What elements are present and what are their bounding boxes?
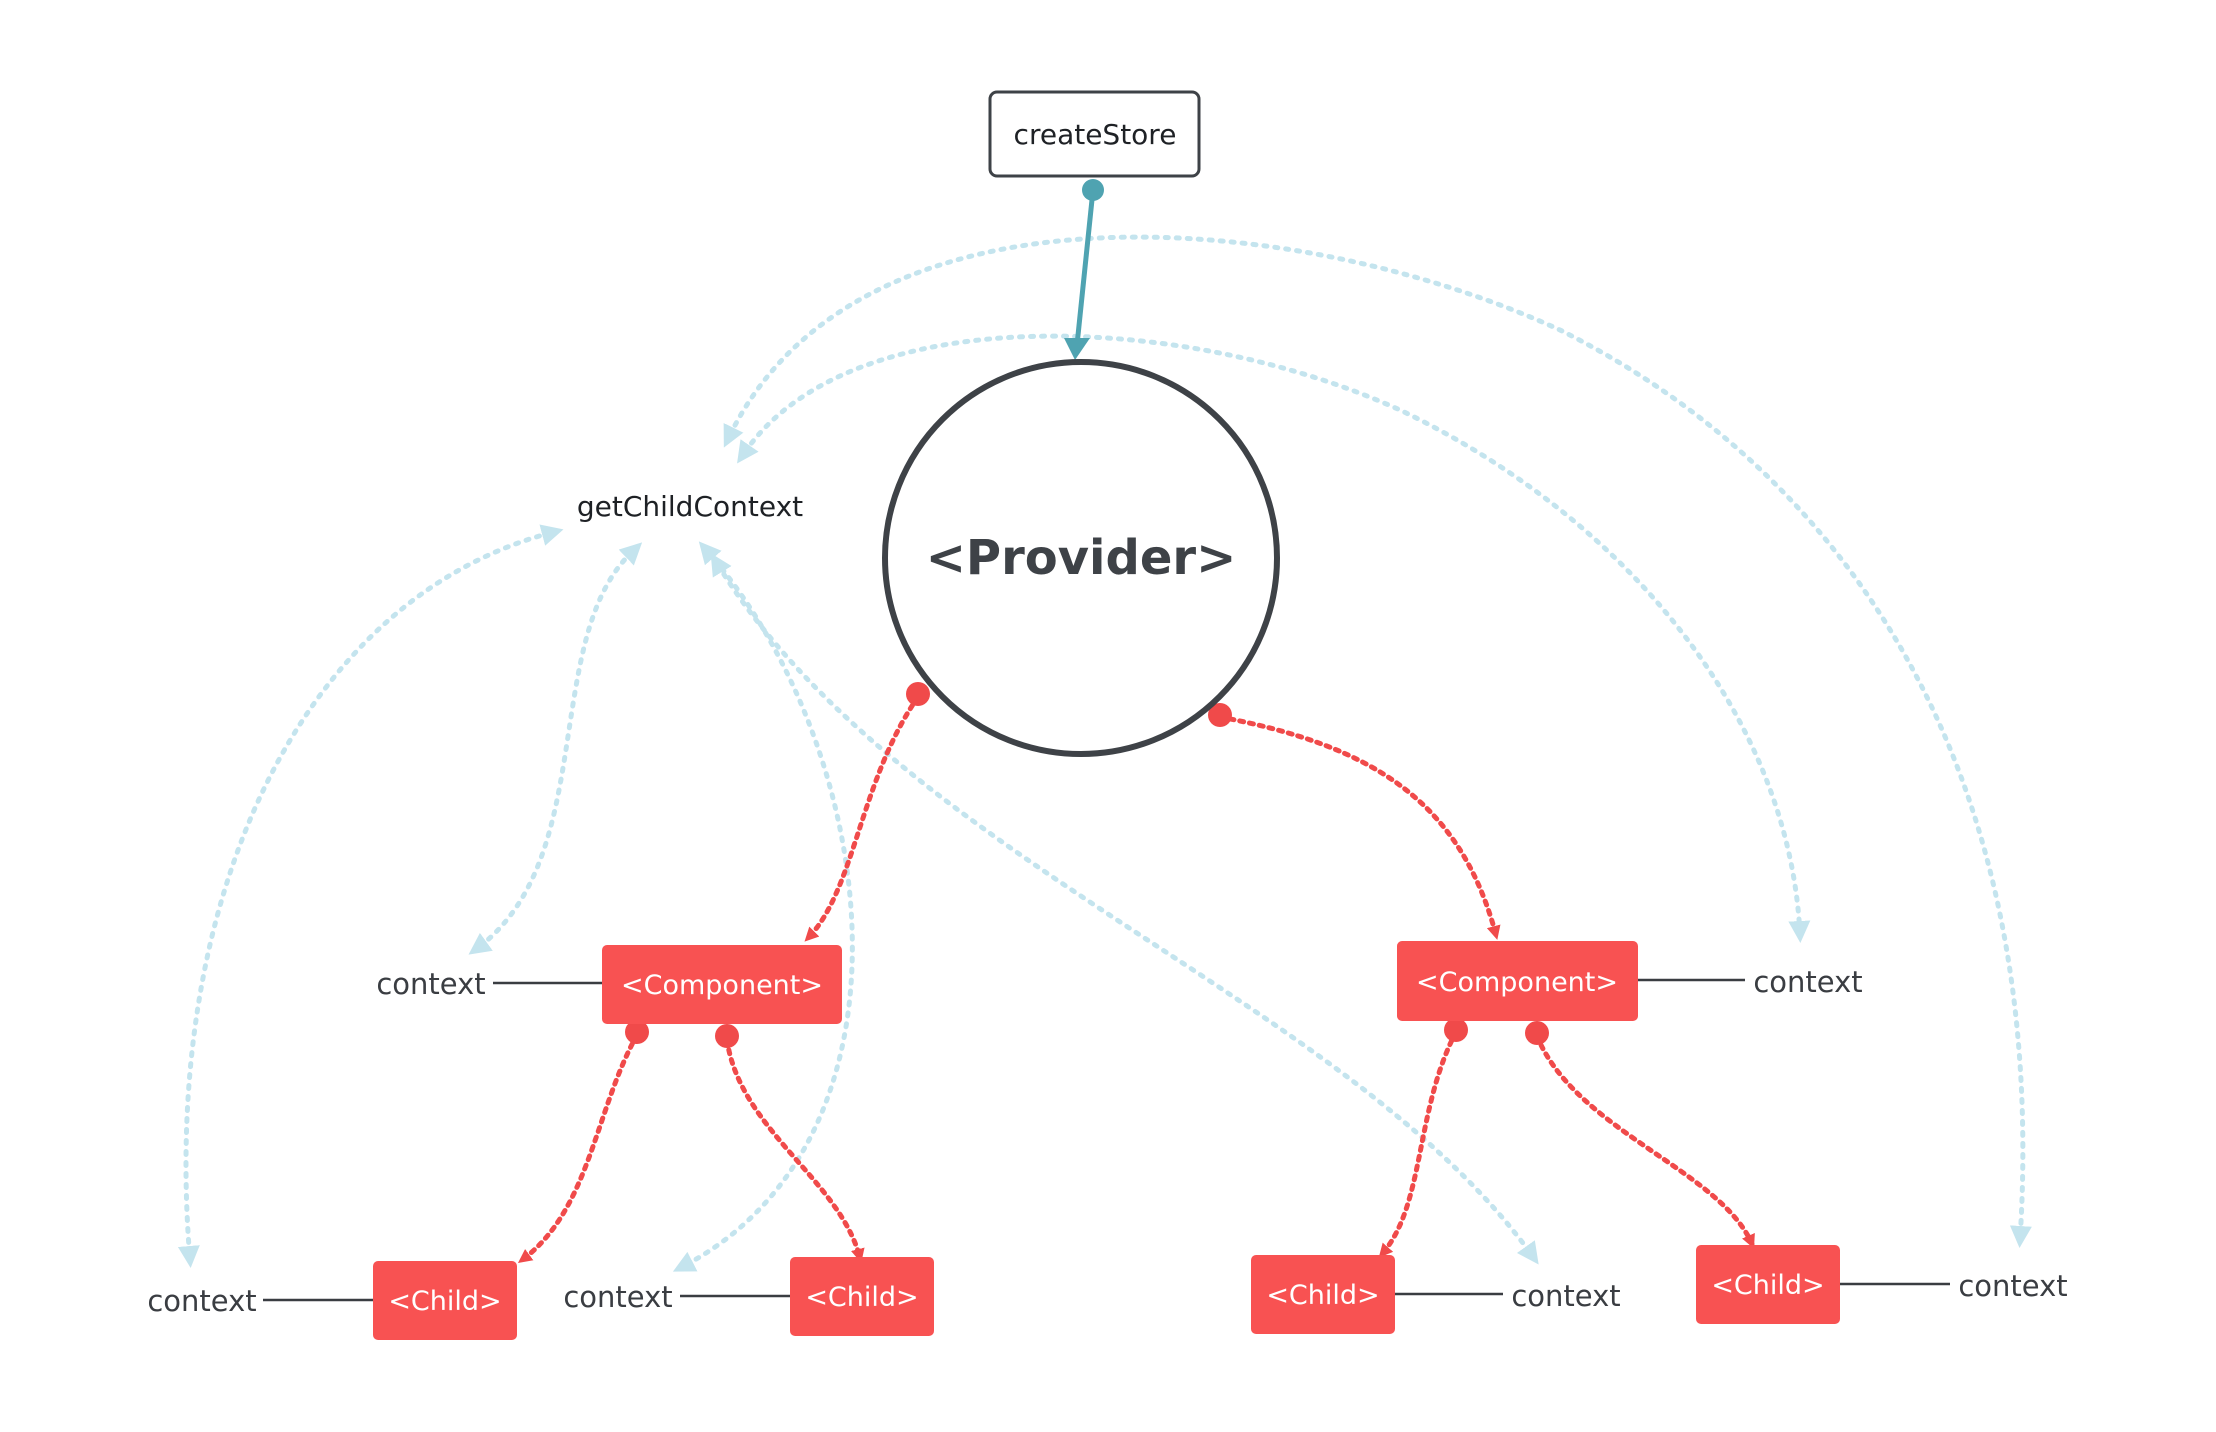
context-label-component-left: context [376,967,485,1001]
child-label-3: <Child> [1266,1280,1379,1311]
create-store-node[interactable]: createStore [988,90,1201,178]
component-left-label: <Component> [621,970,823,1001]
get-child-context-label: getChildContext [577,490,803,523]
component-left-link-child-2 [724,1037,865,1263]
child-node-3[interactable]: <Child> [1251,1255,1395,1334]
context-label-child-4: context [1958,1269,2067,1303]
context-link-outer-right [723,234,2032,1248]
child-label-1: <Child> [388,1286,501,1317]
context-link-inner-right [737,333,1811,943]
child-node-1[interactable]: <Child> [373,1261,517,1340]
provider-links [517,694,1755,1263]
provider-link-right [1217,714,1501,940]
component-left-link-child-1 [517,1032,640,1263]
component-right-node[interactable]: <Component> [1397,941,1638,1021]
context-link-component-left [468,542,643,955]
child-label-4: <Child> [1711,1270,1824,1301]
store-link-dot [1082,179,1104,201]
context-link-child-left-outer [177,524,564,1268]
provider-node[interactable]: <Provider> [882,359,1280,757]
child-node-2[interactable]: <Child> [790,1257,934,1336]
component-right-link-child-3 [1378,1029,1459,1258]
provider-label: <Provider> [926,530,1237,586]
context-links [177,234,2032,1272]
create-store-label: createStore [1014,118,1177,151]
context-connectors [263,978,1950,1302]
provider-link-left [804,694,921,942]
context-label-child-2: context [563,1280,672,1314]
component-right-label: <Component> [1416,967,1618,998]
store-link [1064,179,1104,360]
child-node-4[interactable]: <Child> [1696,1245,1840,1324]
context-link-child-3 [710,553,1539,1265]
component-left-node[interactable]: <Component> [602,945,842,1024]
context-label-child-3: context [1511,1279,1620,1313]
context-label-child-1: context [147,1284,256,1318]
context-label-component-right: context [1753,965,1862,999]
provider-link-dots [625,682,1549,1048]
child-label-2: <Child> [805,1282,918,1313]
context-labels: context context context context context … [147,965,2067,1318]
component-right-link-child-4 [1534,1033,1755,1249]
store-link-arrowhead [1064,338,1090,360]
